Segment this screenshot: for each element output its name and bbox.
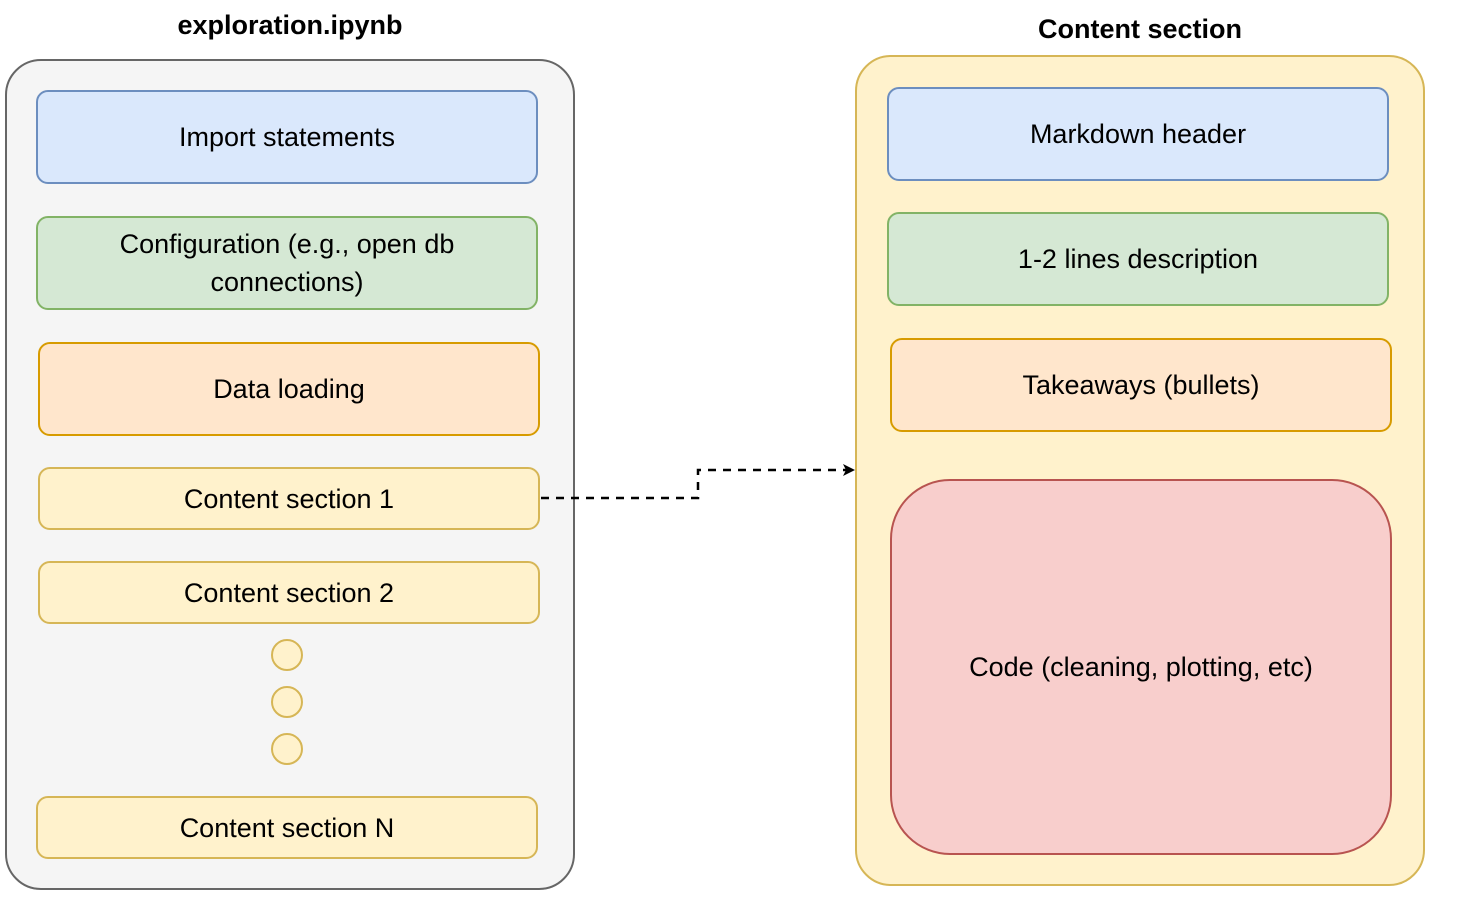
takeaways-block: Takeaways (bullets) <box>890 338 1392 432</box>
configuration-label: Configuration (e.g., open db connections… <box>119 229 455 297</box>
content-section-2-label: Content section 2 <box>183 577 395 608</box>
ellipsis-dot <box>271 733 303 765</box>
content-section-1-label: Content section 1 <box>183 483 395 514</box>
description-label: 1-2 lines description <box>1017 244 1259 274</box>
content-section-n-block: Content section N <box>36 796 538 859</box>
import-statements-block: Import statements <box>36 90 538 184</box>
data-loading-block: Data loading <box>38 342 540 436</box>
ellipsis-dot <box>271 686 303 718</box>
dashed-connector-line <box>541 464 855 500</box>
import-statements-label: Import statements <box>178 122 396 152</box>
content-section-n-label: Content section N <box>179 812 395 843</box>
ellipsis-dot <box>271 639 303 671</box>
content-section-title: Content section <box>1037 14 1242 44</box>
code-block: Code (cleaning, plotting, etc) <box>890 479 1392 855</box>
content-section-2-block: Content section 2 <box>38 561 540 624</box>
takeaways-label: Takeaways (bullets) <box>1022 370 1260 400</box>
description-block: 1-2 lines description <box>887 212 1389 306</box>
content-section-1-block: Content section 1 <box>38 467 540 530</box>
markdown-header-block: Markdown header <box>887 87 1389 181</box>
notebook-title: exploration.ipynb <box>177 10 403 40</box>
code-label: Code (cleaning, plotting, etc) <box>969 652 1313 682</box>
configuration-block: Configuration (e.g., open db connections… <box>36 216 538 310</box>
data-loading-label: Data loading <box>213 374 365 404</box>
markdown-header-label: Markdown header <box>1029 119 1247 149</box>
